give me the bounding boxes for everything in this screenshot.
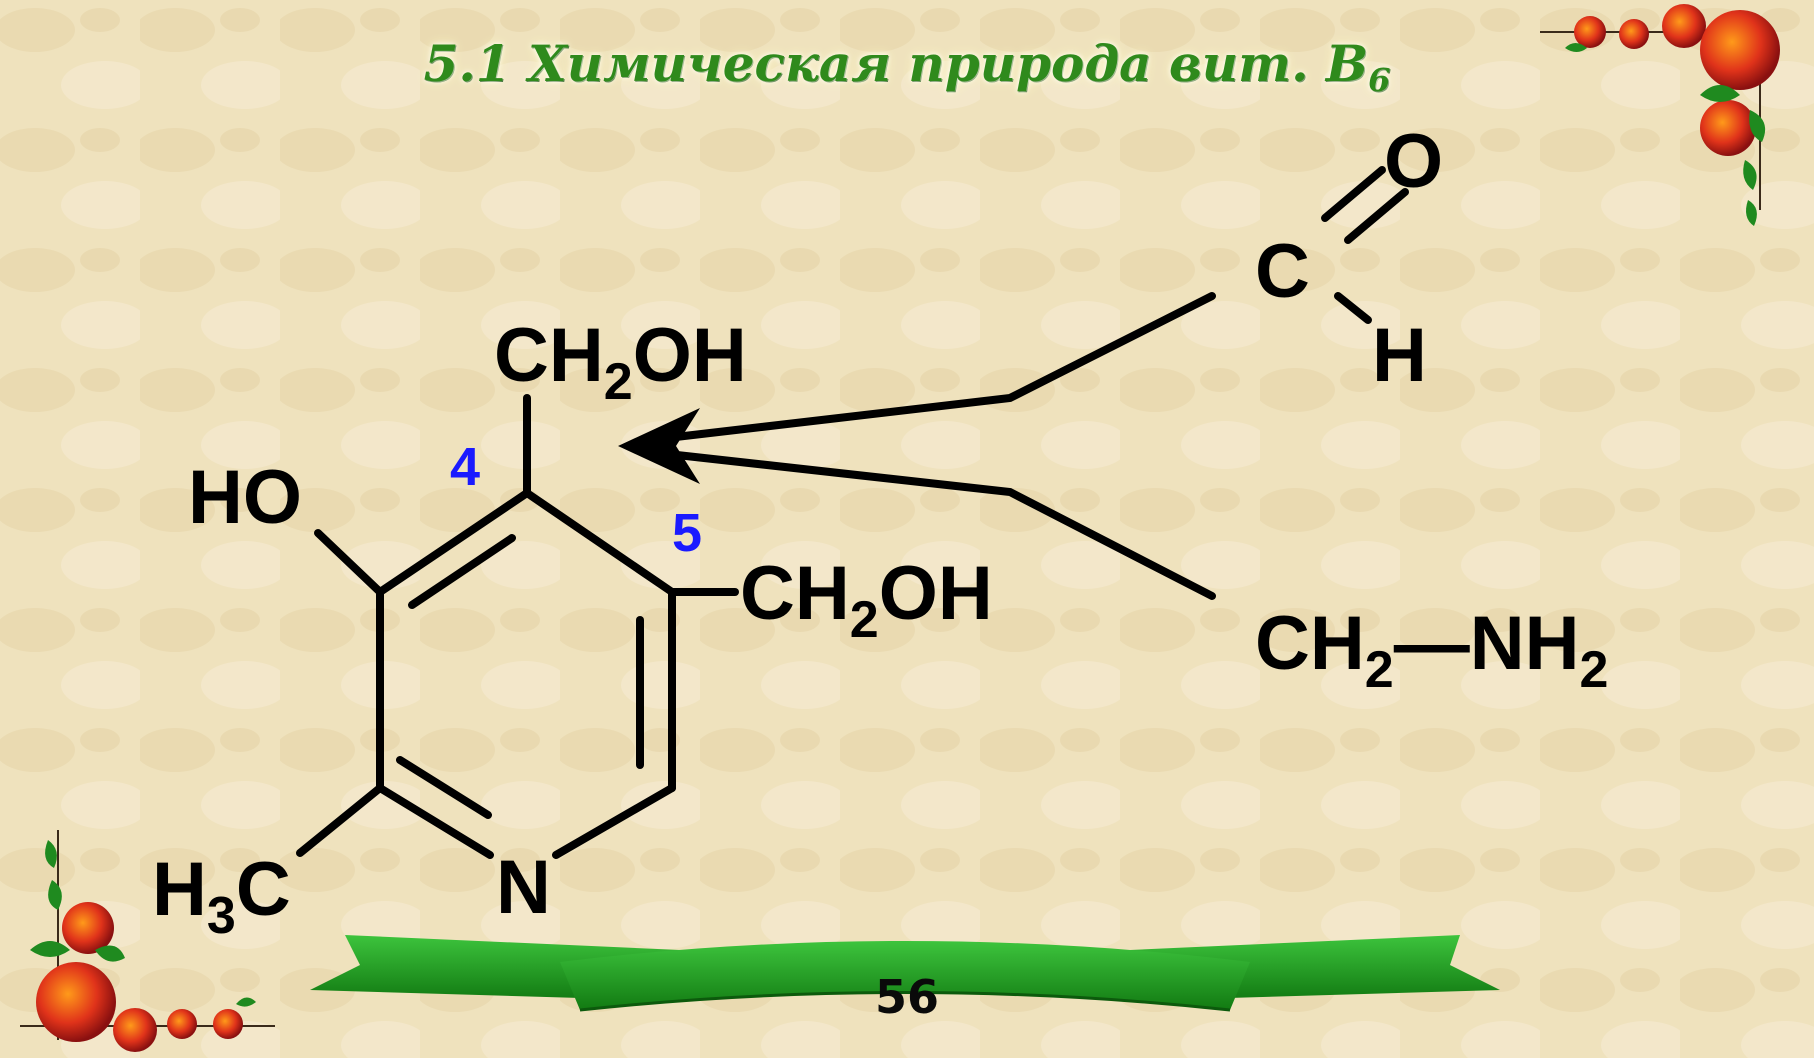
label-aldehyde-hydrogen: H [1372,313,1427,398]
label-methyl: H3C [152,847,291,945]
apple-decoration-top-right [1540,4,1780,226]
pyridoxine-structure-bonds [296,166,1409,859]
label-ch2oh-top: CH2OH [494,313,747,411]
label-aldehyde-oxygen: O [1384,119,1444,204]
title-subscript: 6 [1368,61,1391,99]
label-hydroxyl: HO [188,455,302,540]
slide-title: 5.1 Химическая природа вит. B6 [0,34,1814,99]
position-5-label: 5 [672,503,703,563]
arrow-head [618,408,700,484]
apple-decoration-bottom-left [20,830,275,1052]
ribbon-banner [310,935,1500,1012]
page-number: 56 [874,970,939,1024]
label-aminomethyl: CH2—NH2 [1255,601,1609,699]
position-4-label: 4 [450,437,481,497]
label-ch2oh-right: CH2OH [740,551,993,649]
label-aldehyde-carbon: C [1255,229,1310,314]
title-text: 5.1 Химическая природа вит. B [423,34,1369,93]
label-ring-nitrogen: N [496,845,551,930]
